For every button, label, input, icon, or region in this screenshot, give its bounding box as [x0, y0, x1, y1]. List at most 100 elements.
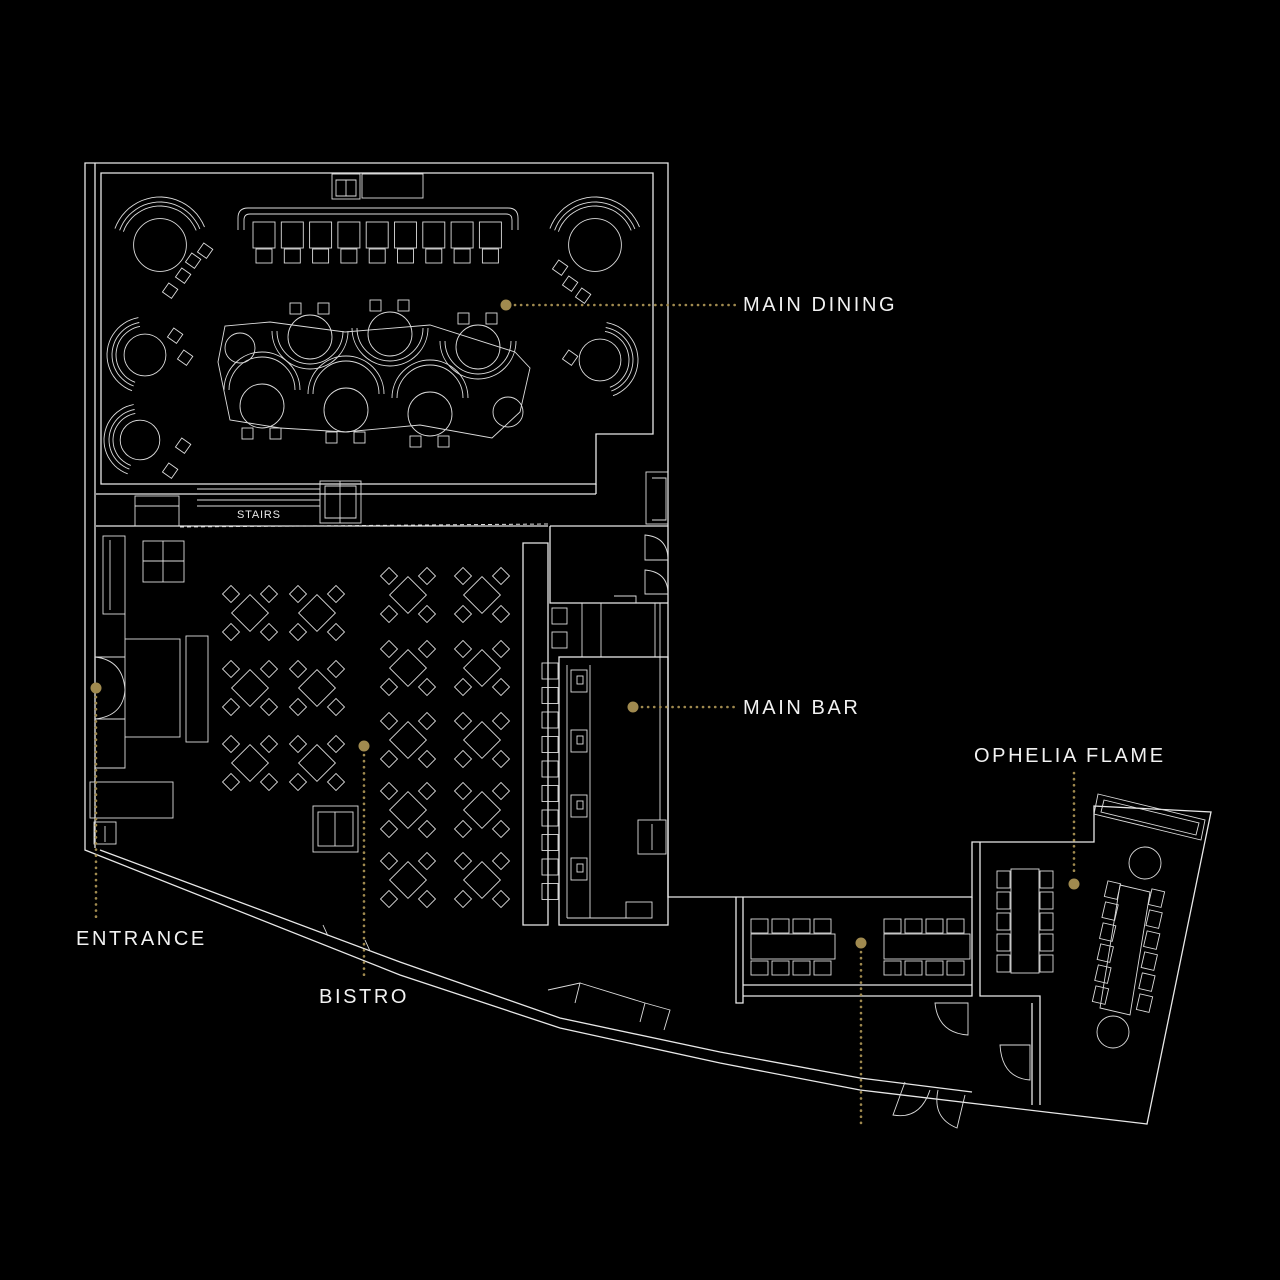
booth-arc — [444, 340, 512, 375]
bistro-chair — [491, 819, 511, 839]
bar-station — [570, 669, 588, 693]
bar-sink — [576, 735, 584, 745]
bar-stool — [541, 785, 559, 802]
chair — [1039, 891, 1054, 910]
bistro-dot — [358, 740, 370, 752]
counter-seat — [280, 221, 304, 249]
chair — [317, 302, 330, 315]
bistro-chair — [288, 772, 308, 792]
chair — [353, 431, 366, 444]
bistro-chair — [379, 677, 399, 697]
chair — [397, 299, 410, 312]
bistro-table — [230, 593, 270, 633]
chair — [1096, 943, 1114, 963]
booth-arc — [356, 327, 424, 362]
chair — [996, 912, 1011, 931]
chair — [750, 960, 769, 976]
bistro-chair — [379, 749, 399, 769]
counter-stool — [255, 248, 273, 264]
label-entrance: ENTRANCE — [76, 928, 207, 950]
chair — [946, 960, 965, 976]
booth-chair — [161, 282, 179, 299]
bistro-chair — [491, 851, 511, 871]
round-table — [239, 383, 285, 429]
bistro-chair — [221, 584, 241, 604]
chair — [996, 870, 1011, 889]
bistro-chair — [453, 639, 473, 659]
booth-chair — [184, 252, 202, 269]
round-table — [455, 324, 501, 370]
bistro-furniture — [89, 535, 511, 909]
bistro-chair — [379, 889, 399, 909]
bar-stool — [541, 834, 559, 851]
round-table — [407, 391, 453, 437]
bistro-chair — [288, 734, 308, 754]
bistro-table — [297, 668, 337, 708]
bistro-chair — [453, 711, 473, 731]
bistro-chair — [453, 889, 473, 909]
counter-seat — [252, 221, 276, 249]
chair — [1140, 951, 1158, 971]
chair — [946, 918, 965, 934]
bistro-chair — [221, 772, 241, 792]
booth-arc — [228, 356, 296, 391]
booth-chair — [561, 349, 579, 366]
bistro-table — [462, 860, 502, 900]
chair — [1135, 993, 1154, 1013]
bar-sink — [576, 863, 584, 873]
chair — [996, 891, 1011, 910]
bistro-table — [388, 575, 428, 615]
bar-stool — [541, 858, 559, 876]
chair — [1143, 930, 1161, 950]
booth-inner — [111, 322, 140, 387]
bar-station — [570, 794, 588, 818]
booth-seat — [115, 325, 141, 383]
bistro-chair — [417, 639, 437, 659]
bistro-table — [388, 860, 428, 900]
chair — [1039, 954, 1054, 973]
bistro-chair — [326, 622, 346, 642]
bistro-chair — [491, 677, 511, 697]
bar-sink — [576, 800, 584, 810]
counter-stool — [283, 248, 301, 264]
main-dining-furniture — [103, 173, 640, 479]
bistro-table — [462, 720, 502, 760]
booth-arc — [391, 359, 469, 399]
booth-arc — [396, 364, 464, 399]
bistro-chair — [326, 734, 346, 754]
building-walls — [84, 162, 1212, 1125]
bistro-chair — [491, 781, 511, 801]
booth-outer — [606, 322, 639, 397]
bistro-chair — [288, 584, 308, 604]
bistro-chair — [259, 697, 279, 717]
booth-chair — [561, 275, 579, 292]
bistro-table — [462, 790, 502, 830]
bistro-chair — [491, 566, 511, 586]
chair — [883, 960, 902, 976]
chair — [1039, 912, 1054, 931]
booth-inner — [119, 201, 201, 231]
chair — [437, 435, 450, 448]
booth-table — [123, 333, 167, 377]
bistro-chair — [288, 659, 308, 679]
bistro-chair — [379, 819, 399, 839]
counter-seat — [450, 221, 474, 249]
ophelia-flame-dot — [1068, 878, 1080, 890]
bistro-chair — [221, 659, 241, 679]
bistro-chair — [491, 749, 511, 769]
bistro-chair — [453, 566, 473, 586]
chair — [792, 918, 811, 934]
chair — [1147, 888, 1166, 908]
booth-outer — [103, 404, 134, 475]
round-table — [287, 314, 333, 360]
bistro-chair — [491, 604, 511, 624]
bistro-chair — [417, 819, 437, 839]
bistro-chair — [453, 677, 473, 697]
bistro-chair — [326, 772, 346, 792]
bistro-chair — [453, 604, 473, 624]
counter-seat — [309, 221, 333, 249]
chair — [771, 960, 790, 976]
counter-seat — [394, 221, 417, 249]
bistro-chair — [326, 584, 346, 604]
chair — [457, 312, 470, 325]
